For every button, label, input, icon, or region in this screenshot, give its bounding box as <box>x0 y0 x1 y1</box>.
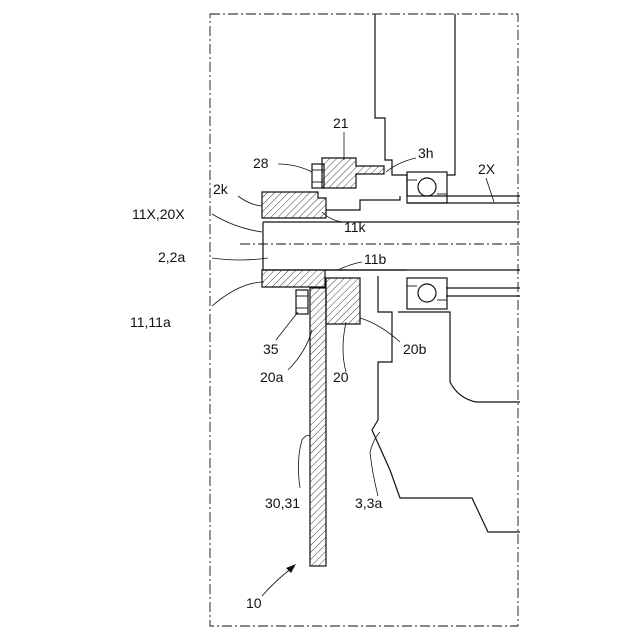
bolt-35 <box>296 290 308 314</box>
upper-bearing <box>407 172 447 203</box>
label-35: 35 <box>263 341 279 357</box>
assembly-boundary <box>210 14 518 626</box>
leader-10 <box>262 568 292 596</box>
leader-20a <box>288 330 312 370</box>
label-3h: 3h <box>418 145 434 161</box>
bracket-21 <box>322 158 384 188</box>
leader-20 <box>343 322 346 372</box>
leader-22a <box>212 258 268 260</box>
hub-20 <box>326 278 360 324</box>
leader-20b <box>360 318 400 342</box>
label-21: 21 <box>333 115 349 131</box>
label-22a: 2,2a <box>158 249 185 265</box>
leader-11b <box>338 262 362 270</box>
label-3031: 30,31 <box>265 495 300 511</box>
leader-33a <box>370 432 380 496</box>
leader-1111a <box>212 282 264 306</box>
leader-2X <box>486 178 494 202</box>
collar-upper-step <box>326 196 400 210</box>
leader-3031 <box>298 436 310 489</box>
housing-lower <box>372 276 520 532</box>
collar-upper <box>262 192 326 218</box>
housing-upper <box>375 14 520 196</box>
housing-lower-flange <box>398 312 520 402</box>
plate-30-31 <box>310 288 326 566</box>
label-10: 10 <box>246 595 262 611</box>
leader-2k <box>238 196 262 206</box>
label-11k: 11k <box>344 219 367 235</box>
leader-28 <box>278 164 312 172</box>
label-2k: 2k <box>213 181 229 197</box>
label-11b: 11b <box>364 251 387 267</box>
lower-bearing <box>407 278 447 309</box>
label-20: 20 <box>333 369 349 385</box>
label-1111a: 11,11a <box>130 314 171 330</box>
leader-35 <box>276 312 298 340</box>
label-11X20X: 11X,20X <box>132 206 185 222</box>
label-33a: 3,3a <box>355 495 382 511</box>
label-20b: 20b <box>403 341 427 357</box>
collar-lower <box>262 270 325 287</box>
label-2X: 2X <box>478 161 496 177</box>
label-20a: 20a <box>260 369 284 385</box>
shaft <box>263 222 520 270</box>
leader-11X20X <box>212 214 262 232</box>
housing-upper-inner <box>447 14 455 175</box>
label-28: 28 <box>253 155 269 171</box>
